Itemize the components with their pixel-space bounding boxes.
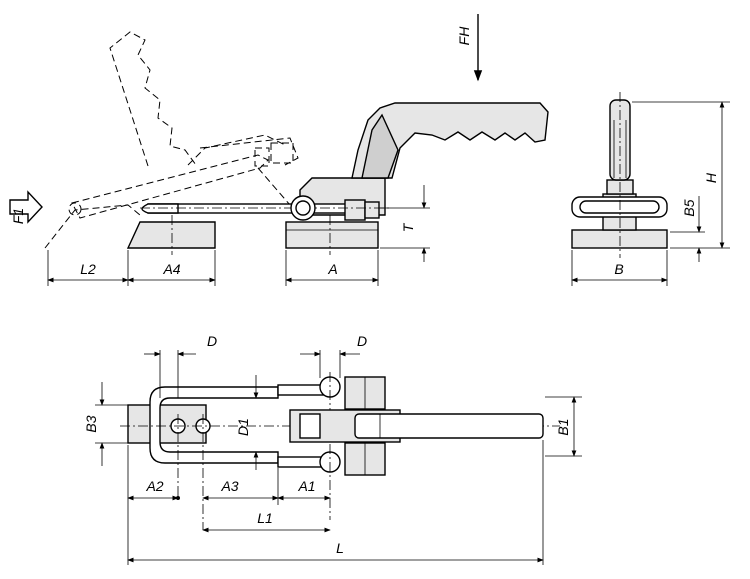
label-f1: F1	[10, 208, 26, 224]
side-view: F1 FH L2 A4 A T	[9, 14, 549, 286]
label-h: H	[703, 172, 719, 183]
label-d1: D1	[235, 418, 251, 436]
handle	[351, 102, 549, 179]
front-base	[571, 229, 668, 249]
top-base	[127, 404, 207, 444]
label-l1: L1	[257, 510, 273, 526]
label-b3: B3	[83, 415, 99, 432]
label-b: B	[614, 261, 623, 277]
base-right	[285, 221, 379, 249]
front-view: B H B5	[571, 92, 730, 286]
label-a3: A3	[220, 478, 238, 494]
label-b5: B5	[681, 199, 697, 216]
label-a1: A1	[297, 478, 315, 494]
u-bracket	[149, 386, 279, 464]
label-a4: A4	[162, 261, 180, 277]
label-t: T	[400, 222, 416, 232]
label-d-left: D	[207, 333, 217, 349]
label-l: L	[336, 540, 344, 556]
top-handle-rod	[354, 413, 544, 439]
label-b1: B1	[555, 418, 571, 435]
label-a: A	[327, 261, 337, 277]
label-l2: L2	[80, 261, 96, 277]
label-fh: FH	[456, 26, 472, 46]
open-position-ghost	[44, 31, 299, 249]
label-d-right: D	[357, 333, 367, 349]
base-left	[126, 221, 216, 249]
label-a2: A2	[145, 478, 163, 494]
top-view: D D D1 B3 B1 A2 A3 A1 L1	[83, 333, 582, 565]
f1-arrow	[9, 190, 43, 224]
